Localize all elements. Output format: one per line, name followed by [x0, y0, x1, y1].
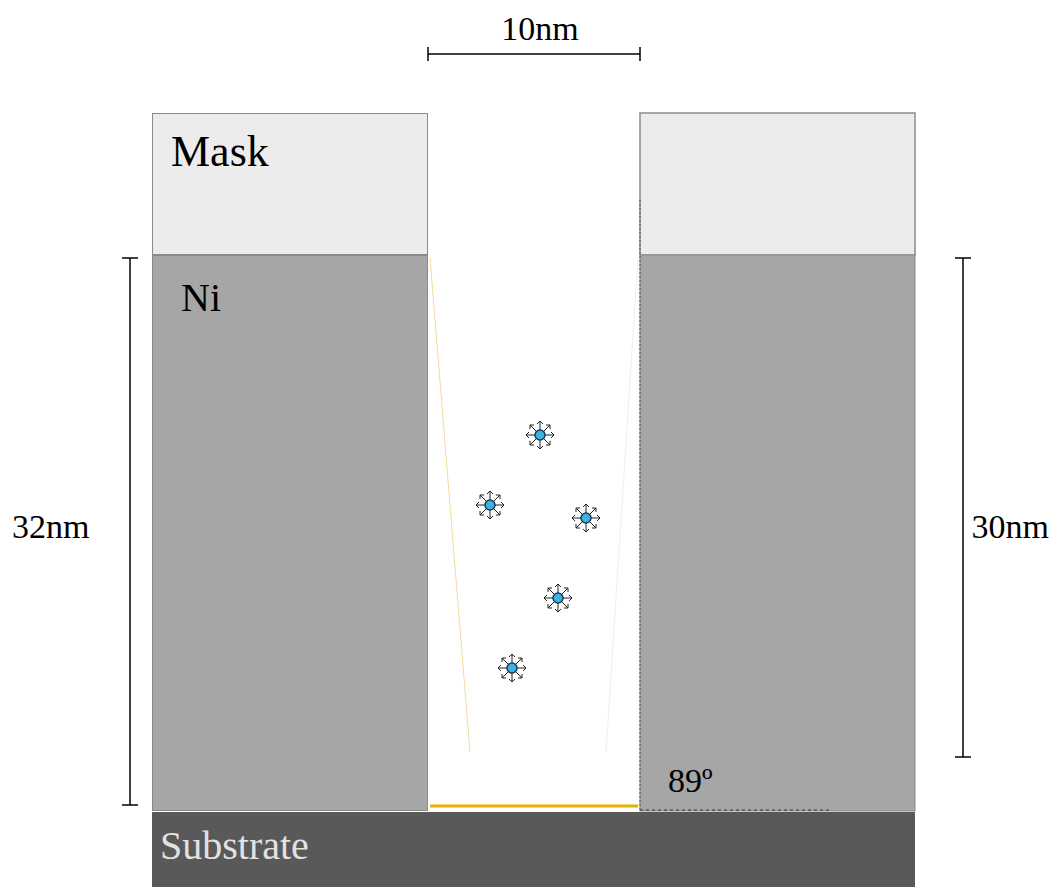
node-label: Mask — [171, 130, 409, 174]
ni-block: Ni — [152, 255, 428, 811]
dimension-bracket — [428, 47, 640, 61]
ni-block — [640, 255, 915, 811]
taper-line — [430, 258, 470, 752]
dimension-label: 32nm — [12, 510, 89, 544]
node-label: Substrate — [160, 826, 907, 866]
ion-particle — [544, 584, 572, 612]
mask-block: Mask — [152, 113, 428, 255]
mask-block — [640, 113, 915, 255]
ion-particle — [572, 504, 600, 532]
ion-particle — [526, 421, 554, 449]
ion-particle — [476, 491, 504, 519]
trench-bottom — [430, 805, 638, 808]
reference-line — [640, 810, 832, 811]
dimension-bracket — [122, 258, 138, 805]
angle-label: 89º — [668, 764, 713, 798]
dimension-label: 30nm — [972, 510, 1049, 544]
reference-line — [640, 200, 641, 810]
ion-particle — [498, 654, 526, 682]
dimension-bracket — [955, 258, 971, 757]
dimension-label: 10nm — [501, 12, 578, 46]
substrate-band: Substrate — [152, 812, 915, 887]
taper-line — [606, 258, 638, 752]
node-label: Ni — [181, 278, 399, 318]
